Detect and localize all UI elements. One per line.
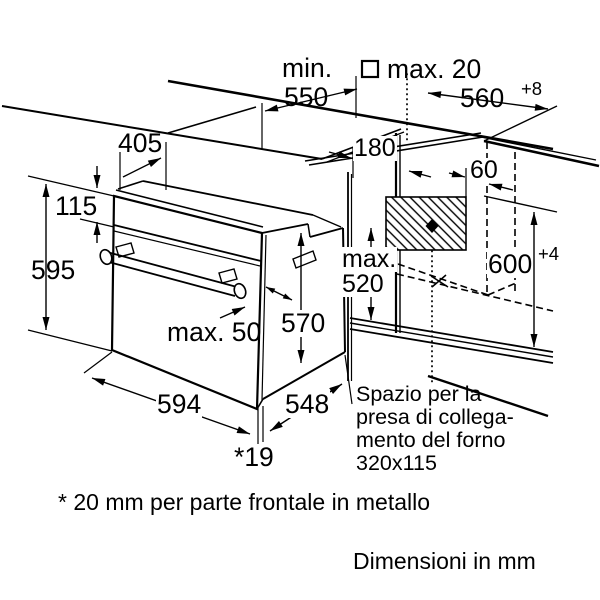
- socket-space-hatched-area: [385, 196, 467, 251]
- niche-corner-cross: [430, 274, 449, 288]
- dim-560-label: 560: [460, 83, 505, 113]
- dim-560-tolerance: +8: [521, 78, 543, 99]
- dim-max20-label: max. 20: [387, 54, 482, 84]
- dim-max50-label: max. 50: [167, 317, 262, 347]
- dim-min-label: min.: [282, 53, 333, 83]
- oven-body: [110, 180, 346, 411]
- metal-front-footnote: * 20 mm per parte frontale in metallo: [58, 489, 431, 515]
- units-note: Dimensioni in mm: [353, 548, 536, 574]
- socket-note-line-4: 320x115: [356, 451, 437, 475]
- dim-60-label: 60: [469, 156, 499, 184]
- socket-note-line-2: presa di collega-: [356, 405, 514, 429]
- dim-548-label: 548: [284, 389, 331, 419]
- dim-115-label: 115: [55, 191, 98, 221]
- socket-note-line-1: Spazio per la: [356, 382, 482, 406]
- hob-square-symbol: [360, 59, 380, 79]
- socket-note-line-3: mento del forno: [356, 428, 506, 452]
- dim-max520-label-1: max.: [341, 245, 398, 273]
- socket-center-marker: [425, 219, 439, 233]
- dim-570-label: 570: [280, 308, 327, 338]
- dim-550-label: 550: [284, 82, 329, 112]
- reference-dotted-lines: [406, 73, 433, 385]
- dim-594-label: 594: [156, 389, 203, 419]
- socket-space-note: Spazio per la presa di collega- mento de…: [355, 383, 515, 475]
- dim-180-label: 180: [353, 134, 397, 162]
- dim-600-tolerance: +4: [538, 243, 560, 264]
- dim-star19-label: *19: [234, 442, 274, 472]
- side-vent: [292, 250, 317, 269]
- dim-595-label: 595: [31, 255, 76, 285]
- dim-405-label: 405: [118, 128, 163, 158]
- oven-handle: [99, 242, 247, 300]
- dim-max520-label-2: 520: [341, 270, 385, 298]
- dim-600-label: 600: [487, 249, 534, 279]
